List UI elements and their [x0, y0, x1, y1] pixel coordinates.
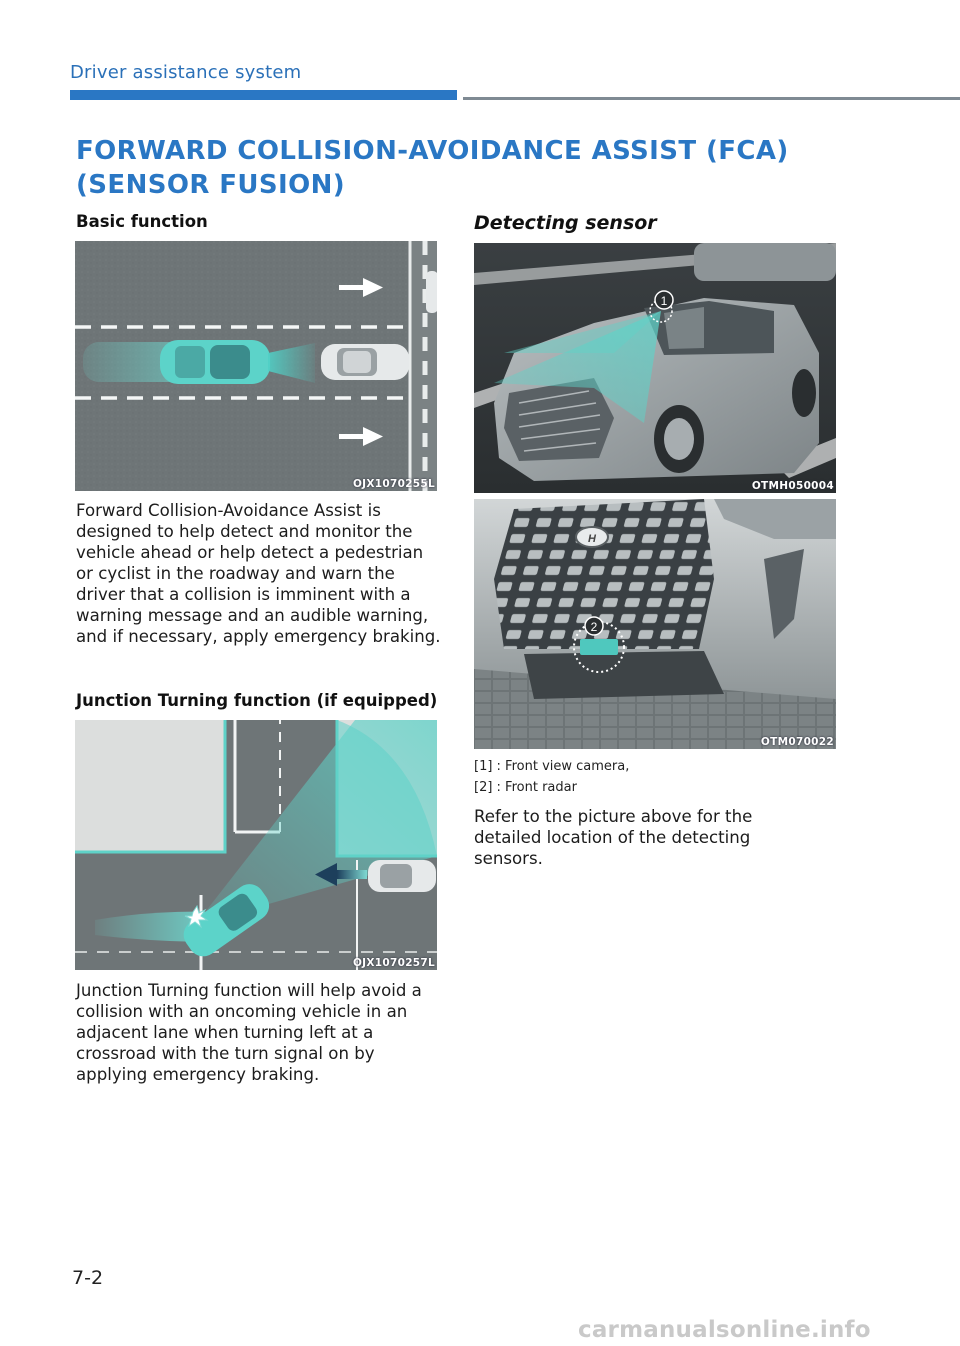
junction-turning-paragraph: Junction Turning function will help avoi…	[76, 981, 422, 1084]
legend-item: [1] : Front view camera,	[474, 759, 630, 774]
header-rule	[463, 97, 960, 100]
junction-turning-heading: Junction Turning function (if equipped)	[76, 691, 438, 710]
legend-item: [2] : Front radar	[474, 780, 577, 795]
section-header: Driver assistance system	[70, 62, 302, 83]
detecting-sensor-paragraph: Refer to the picture above for the detai…	[474, 807, 753, 868]
figure-code: OTMH050004	[751, 480, 834, 492]
header-rule-accent	[70, 90, 457, 100]
figure-code: OJX1070257L	[352, 957, 435, 969]
figure-code: OTM070022	[760, 736, 834, 748]
basic-function-heading: Basic function	[76, 212, 208, 231]
junction-turning-figure: OJX1070257L	[75, 720, 437, 970]
page-title: FORWARD COLLISION-AVOIDANCE ASSIST (FCA)…	[76, 136, 789, 200]
callout-1: 1	[661, 294, 668, 308]
front-camera-figure: 1 OTMH050004	[474, 243, 836, 493]
detecting-sensor-heading: Detecting sensor	[474, 212, 657, 234]
svg-text:H: H	[588, 533, 597, 545]
sensor-legend: [1] : Front view camera, [2] : Front rad…	[474, 756, 629, 798]
basic-function-figure: OJX1070255L	[75, 241, 437, 491]
figure-code: OJX1070255L	[352, 478, 435, 490]
page-number: 7-2	[72, 1267, 104, 1289]
basic-function-paragraph: Forward Collision-Avoidance Assist is de…	[76, 501, 441, 646]
watermark: carmanualsonline.info	[578, 1317, 871, 1343]
front-radar-figure: H 2 OTM070022	[474, 499, 836, 749]
callout-2: 2	[591, 620, 598, 634]
